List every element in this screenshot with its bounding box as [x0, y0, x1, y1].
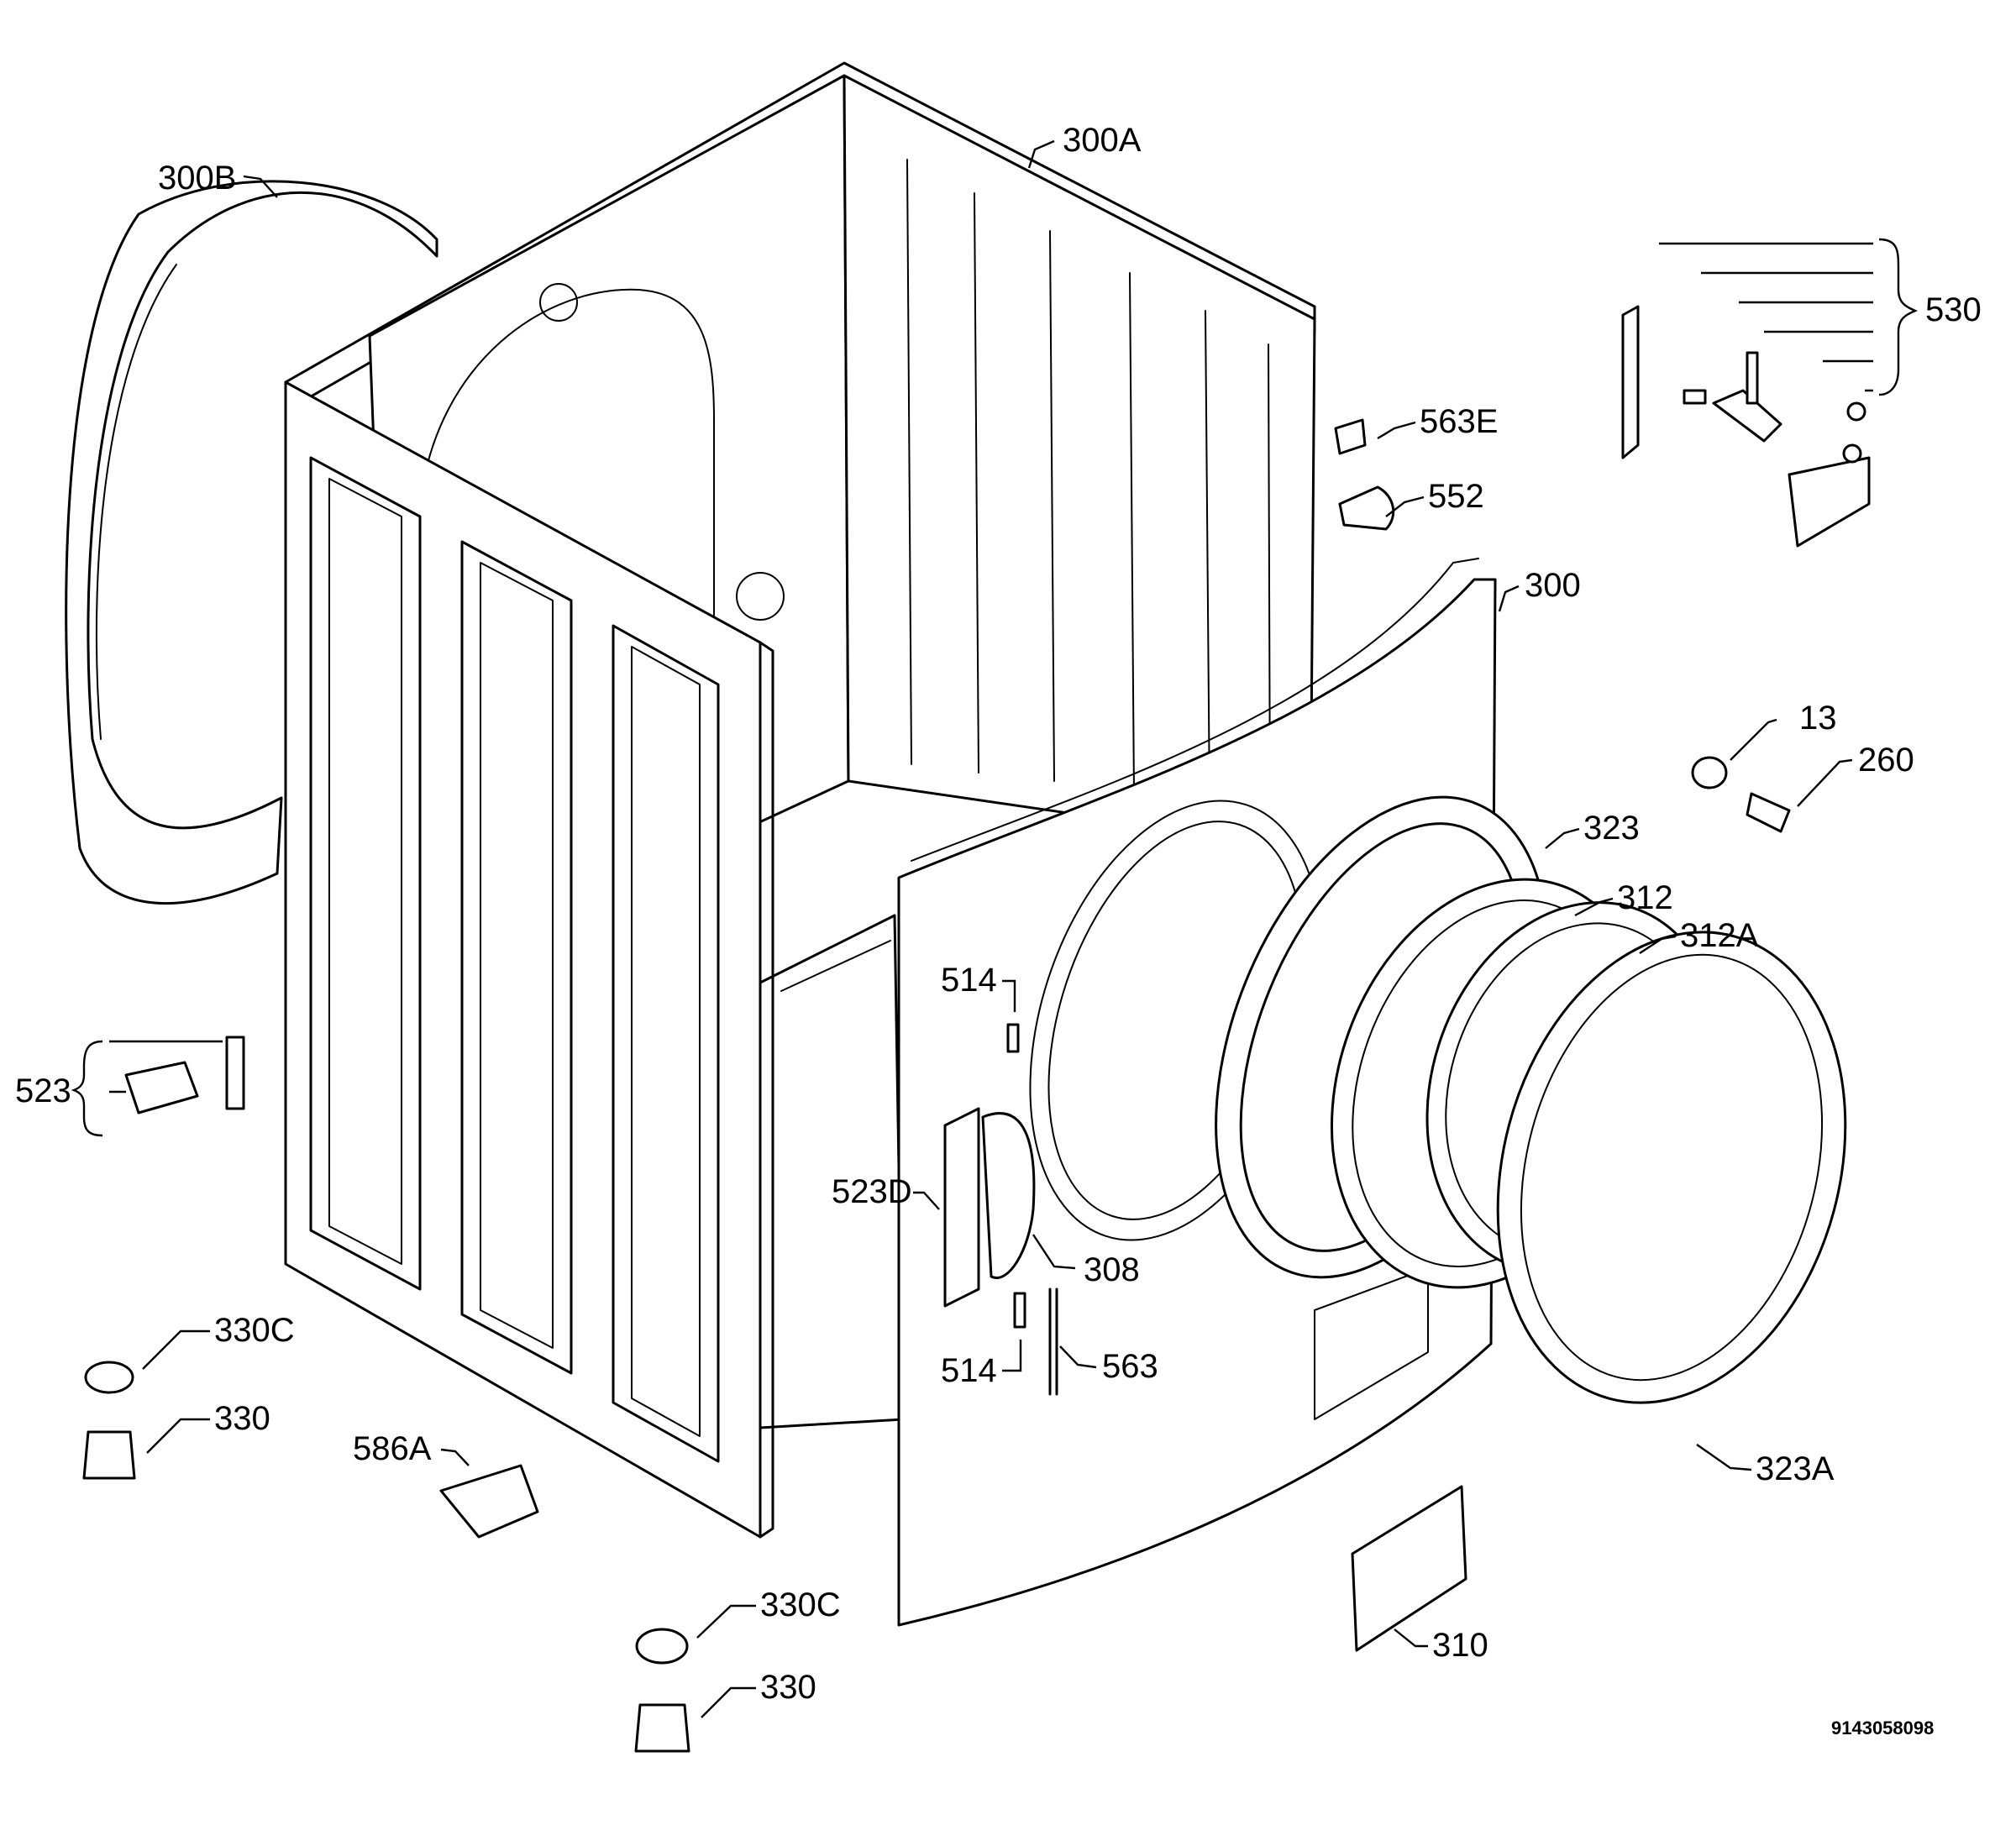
callout-300: 300 — [1525, 567, 1581, 604]
cabinet-300A — [284, 61, 1316, 1539]
callout-330-front: 330 — [760, 1669, 816, 1706]
callout-530: 530 — [1925, 291, 1982, 328]
bracket-563E — [1334, 418, 1367, 455]
callout-312: 312 — [1617, 879, 1673, 916]
callout-13: 13 — [1799, 700, 1837, 737]
document-code: 9143058098 — [1831, 1717, 1934, 1738]
switch-523 — [124, 1036, 245, 1114]
callout-330-left: 330 — [214, 1400, 270, 1437]
filter-cover-310 — [1351, 1485, 1467, 1652]
clip-552 — [1338, 485, 1395, 531]
callout-323A: 323A — [1756, 1450, 1835, 1487]
foot-cap-330C-front — [635, 1628, 689, 1665]
door-lock-523D — [943, 1107, 1036, 1308]
foot-cap-330C-left — [84, 1361, 134, 1394]
leader-lines — [71, 139, 1919, 1718]
bracket-586A — [439, 1464, 539, 1539]
pin-514-upper — [1006, 1023, 1020, 1053]
callout-586A: 586A — [353, 1430, 432, 1467]
callout-563E: 563E — [1420, 403, 1498, 440]
rod-563 — [1048, 1287, 1058, 1396]
pin-514-lower — [1013, 1292, 1026, 1329]
callout-260: 260 — [1858, 742, 1914, 779]
callout-514-lower: 514 — [941, 1352, 997, 1389]
callout-514-upper: 514 — [941, 962, 997, 999]
bushing-13 — [1691, 756, 1728, 789]
hinge-assembly-530 — [1621, 305, 1871, 548]
callout-300B: 300B — [158, 160, 236, 197]
callout-563: 563 — [1102, 1348, 1158, 1385]
spring-260 — [1746, 792, 1791, 833]
callout-312A: 312A — [1680, 917, 1759, 954]
callout-323: 323 — [1583, 810, 1640, 847]
callout-300A: 300A — [1063, 122, 1142, 159]
callout-308: 308 — [1084, 1251, 1140, 1288]
callout-552: 552 — [1428, 478, 1484, 515]
rear-panel-300B — [65, 180, 438, 905]
door-outer-frame-323A — [1496, 931, 1847, 1404]
callout-523: 523 — [15, 1072, 71, 1109]
callout-330C-left: 330C — [214, 1312, 295, 1349]
callout-330C-front: 330C — [760, 1586, 841, 1623]
foot-330-left — [82, 1430, 136, 1480]
callout-523D: 523D — [832, 1173, 912, 1210]
foot-330-front — [634, 1703, 690, 1753]
callout-310: 310 — [1432, 1627, 1488, 1664]
